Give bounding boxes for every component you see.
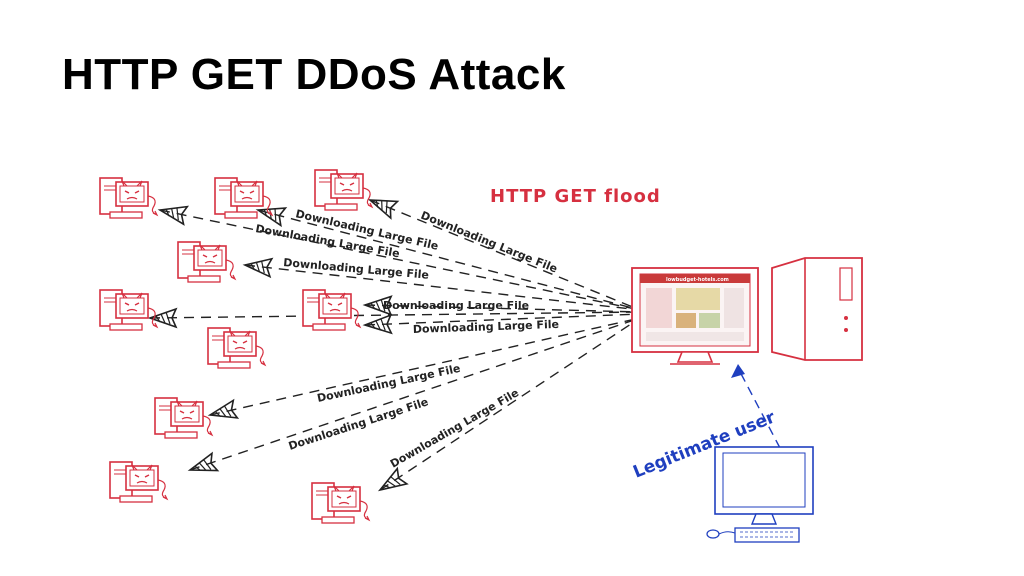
legitimate-user: Legitimate user <box>630 364 814 543</box>
attacker-computer-icon <box>99 177 158 219</box>
arrowhead-icon <box>186 452 219 480</box>
legit-request-line <box>737 367 781 449</box>
arrow-label: Downloading Large File <box>388 386 521 470</box>
attacker-computer-icon <box>207 327 266 369</box>
request-line <box>364 304 641 313</box>
attacker-computer-icon <box>314 169 373 211</box>
request-line <box>379 317 641 491</box>
site-name: lowbudget-hotels.com <box>666 277 729 283</box>
arrowhead-icon <box>207 399 239 425</box>
request-line <box>209 317 641 416</box>
request-line <box>189 317 641 471</box>
arrowhead-icon <box>243 255 273 278</box>
web-server: lowbudget-hotels.com <box>631 257 863 365</box>
attacker-computer-icon <box>311 482 370 524</box>
arrow-label: Downloading Large File <box>316 362 462 405</box>
server-monitor-icon <box>631 267 759 365</box>
flood-label: HTTP GET flood <box>490 186 661 207</box>
request-line <box>159 209 641 311</box>
attacker-computer-icon <box>109 461 168 503</box>
request-line <box>244 264 641 311</box>
arrow-label: Downloading Large File <box>413 318 560 336</box>
attacker-computer-icon <box>154 397 213 439</box>
arrow-label: Downloading Large File <box>383 299 529 312</box>
attacker-computer-icon <box>302 289 361 331</box>
request-line <box>149 311 641 319</box>
request-line <box>257 209 641 311</box>
request-line <box>364 313 641 326</box>
arrowhead-icon <box>374 467 408 499</box>
attacker-computer-icon <box>99 289 158 331</box>
slide-title: HTTP GET DDoS Attack <box>62 50 566 99</box>
arrow-labels: Downloading Large File Downloading Large… <box>254 207 559 470</box>
legitimate-user-computer-icon <box>706 446 814 543</box>
request-line <box>369 199 641 311</box>
request-lines <box>149 199 641 491</box>
attacker-computer-icon <box>177 241 236 283</box>
web-server-icon <box>771 257 863 361</box>
arrowhead-icon <box>157 200 189 226</box>
legit-arrowhead-icon <box>731 364 745 378</box>
arrow-label: Downloading Large File <box>419 209 559 276</box>
arrow-label: Downloading Large File <box>287 395 430 453</box>
